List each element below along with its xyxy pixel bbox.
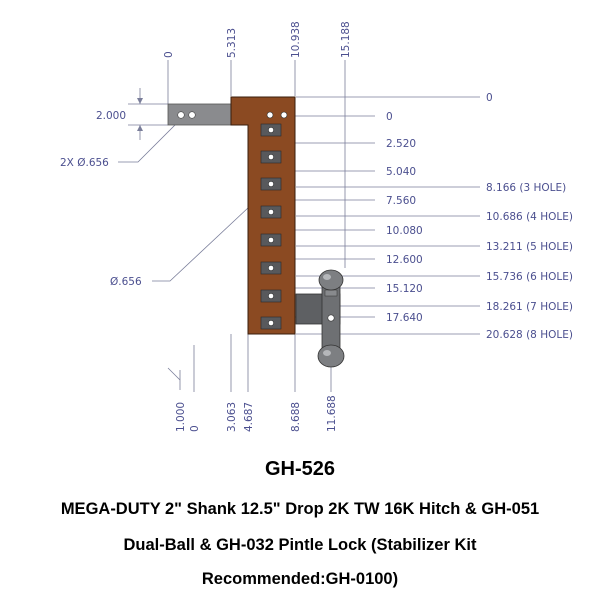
bottom-dimension-label: 8.688 xyxy=(290,402,302,432)
bottom-dimension-label: 0 xyxy=(189,425,201,432)
mount-top-hole xyxy=(266,111,274,119)
right-dimension-label: 10.686 (4 HOLE) xyxy=(486,211,573,223)
pin-hole xyxy=(268,209,274,215)
right-dimension-label: 10.080 xyxy=(386,225,423,237)
description-line-3: Recommended:GH-0100) xyxy=(201,570,399,588)
pin-hole xyxy=(268,127,274,133)
model-number: GH-526 xyxy=(264,458,336,480)
pin-hole xyxy=(268,154,274,160)
pin-hole xyxy=(268,293,274,299)
shank-height-label: 2.000 xyxy=(96,110,126,122)
right-dimension-label: 13.211 (5 HOLE) xyxy=(486,241,573,253)
right-dimension-label: 7.560 xyxy=(386,195,416,207)
pin-hole xyxy=(268,320,274,326)
pin-hole xyxy=(268,181,274,187)
right-dimension-label: 18.261 (7 HOLE) xyxy=(486,301,573,313)
right-dimension-label: 20.628 (8 HOLE) xyxy=(486,329,573,341)
pin-hole xyxy=(268,237,274,243)
right-dimension-label: 12.600 xyxy=(386,254,423,266)
right-dimension-label: 8.166 (3 HOLE) xyxy=(486,182,566,194)
description-line-1: MEGA-DUTY 2" Shank 12.5" Drop 2K TW 16K … xyxy=(60,500,540,518)
right-dimension-label: 0 xyxy=(386,111,393,123)
bottom-dimension-label: 3.063 xyxy=(226,402,238,432)
description-line-2: Dual-Ball & GH-032 Pintle Lock (Stabiliz… xyxy=(123,536,477,554)
bottom-dimension-label: 11.688 xyxy=(326,395,338,432)
top-dimension-label: 15.188 xyxy=(340,21,352,58)
shank-holes-label: 2X Ø.656 xyxy=(60,157,109,169)
shank-hole xyxy=(177,111,185,119)
ball-bottom xyxy=(317,344,345,368)
mount-top-hole xyxy=(280,111,288,119)
bottom-dimension-label: 4.687 xyxy=(243,402,255,432)
top-dimension-label: 5.313 xyxy=(226,28,238,58)
top-dimension-label: 10.938 xyxy=(290,21,302,58)
top-dimension-label: 0 xyxy=(163,51,175,58)
right-dimension-label: 0 xyxy=(486,92,493,104)
right-dimension-label: 2.520 xyxy=(386,138,416,150)
ladder-slots xyxy=(260,123,282,330)
pin-hole xyxy=(268,265,274,271)
shank-hole xyxy=(188,111,196,119)
right-dimension-label: 15.736 (6 HOLE) xyxy=(486,271,573,283)
right-dimension-label: 17.640 xyxy=(386,312,423,324)
right-dimension-label: 5.040 xyxy=(386,166,416,178)
hole-dia-label: Ø.656 xyxy=(110,276,142,288)
ball-top xyxy=(318,269,344,291)
dual-ball-mount xyxy=(295,269,345,368)
bottom-dimension-label: 1.000 xyxy=(175,402,187,432)
right-dimension-label: 15.120 xyxy=(386,283,423,295)
